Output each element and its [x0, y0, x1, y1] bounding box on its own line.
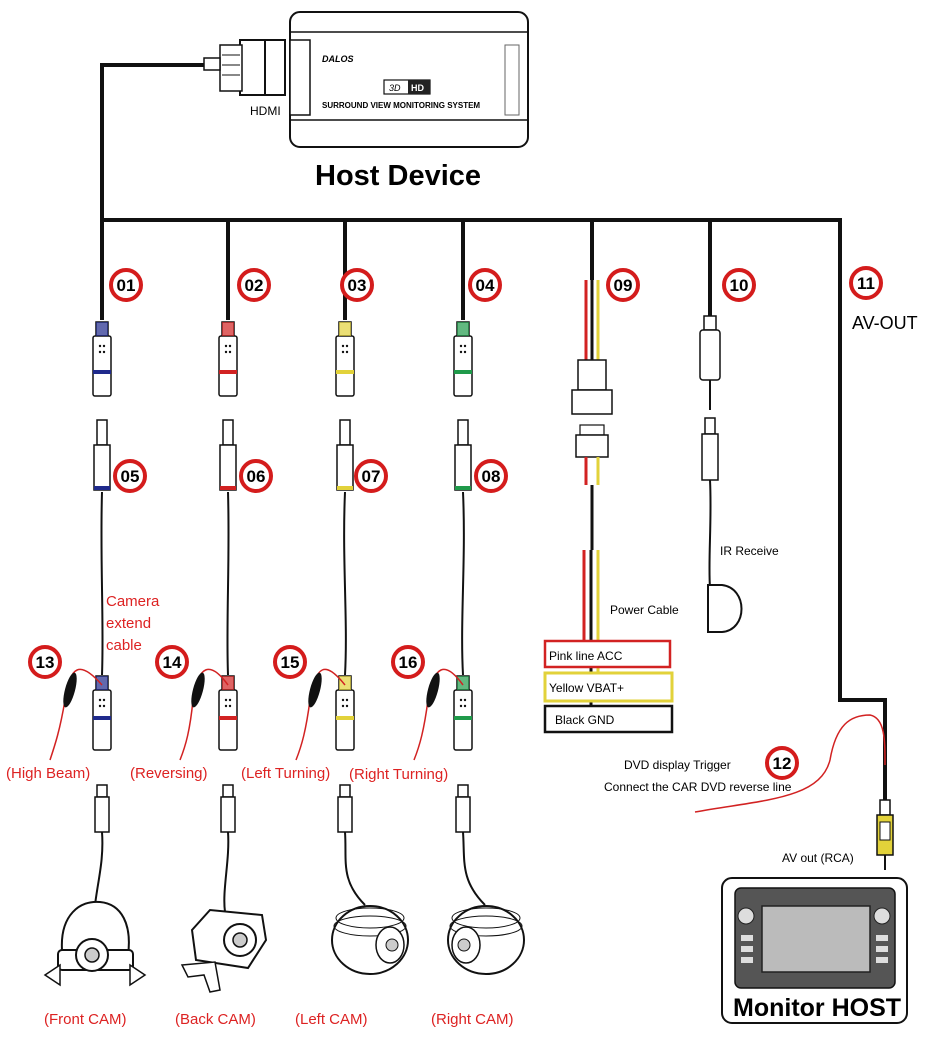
rca-plug: [876, 799, 894, 870]
badge-circle: [113, 459, 147, 493]
trigger-high-beam: (High Beam): [6, 765, 90, 782]
cam-right-label: (Right CAM): [431, 1011, 514, 1028]
system-text: SURROUND VIEW MONITORING SYSTEM: [322, 101, 480, 110]
badge-circle: [606, 268, 640, 302]
badge-number: 07: [362, 467, 381, 486]
back-camera-icon: [180, 908, 268, 993]
av-out-label: AV-OUT: [852, 313, 918, 333]
hdmi-label: HDMI: [250, 104, 281, 118]
badge-07: 07: [354, 459, 388, 493]
camera-connectors: [92, 675, 473, 751]
badge-circle: [354, 459, 388, 493]
badge-number: 05: [121, 467, 140, 486]
badge-02: 02: [237, 268, 271, 302]
camera-plugs: [94, 784, 471, 833]
badge-number: 04: [476, 276, 495, 295]
badge-09: 09: [606, 268, 640, 302]
pink-line-label: Pink line ACC: [549, 649, 623, 663]
badge-circle: [468, 268, 502, 302]
host-title: Host Device: [315, 160, 481, 192]
badge-hd-text: HD: [411, 83, 424, 93]
trigger-right-turning: (Right Turning): [349, 766, 448, 783]
badge-number: 06: [247, 467, 266, 486]
ir-receive-label: IR Receive: [720, 544, 779, 558]
channel-connectors: [92, 321, 473, 491]
badge-number: 11: [857, 274, 875, 293]
badge-number: 15: [281, 653, 300, 672]
badge-circle: [765, 746, 799, 780]
monitor-host-label: Monitor HOST: [733, 994, 901, 1022]
badge-number: 08: [482, 467, 501, 486]
badge-14: 14: [155, 645, 189, 679]
badge-number: 02: [245, 276, 264, 295]
badge-circle: [849, 266, 883, 300]
badge-number: 13: [36, 653, 55, 672]
dvd-trigger-label: DVD display Trigger: [624, 758, 731, 772]
badge-05: 05: [113, 459, 147, 493]
badge-15: 15: [273, 645, 307, 679]
badge-03: 03: [340, 268, 374, 302]
front-camera-icon: [43, 900, 147, 987]
badge-number: 01: [117, 276, 136, 295]
camera-extend-label-3: cable: [106, 637, 142, 654]
badge-10: 10: [722, 268, 756, 302]
cam-left-label: (Left CAM): [295, 1011, 368, 1028]
badge-circle: [722, 268, 756, 302]
brand-text: DALOS: [322, 54, 354, 64]
badge-circle: [28, 645, 62, 679]
badge-04: 04: [468, 268, 502, 302]
badge-circle: [155, 645, 189, 679]
av-rca-label: AV out (RCA): [782, 851, 854, 865]
camera-extend-label-2: extend: [106, 615, 151, 632]
camera-extend-label-1: Camera: [106, 593, 160, 610]
badge-08: 08: [474, 459, 508, 493]
badge-circle: [109, 268, 143, 302]
cam-back-label: (Back CAM): [175, 1011, 256, 1028]
yellow-line-label: Yellow VBAT+: [549, 681, 624, 695]
badge-number: 03: [348, 276, 367, 295]
badge-number: 10: [730, 276, 749, 295]
hdmi-plug: [203, 39, 286, 96]
power-cable-label: Power Cable: [610, 603, 679, 617]
trigger-wires: [49, 668, 464, 761]
badge-13: 13: [28, 645, 62, 679]
badge-01: 01: [109, 268, 143, 302]
dvd-reverse-label: Connect the CAR DVD reverse line: [604, 780, 792, 794]
badge-circle: [340, 268, 374, 302]
badge-circle: [474, 459, 508, 493]
badge-circle: [391, 645, 425, 679]
badge-number: 09: [614, 276, 633, 295]
cam-front-label: (Front CAM): [44, 1011, 127, 1028]
monitor-host-icon: [721, 877, 908, 1024]
black-line-label: Black GND: [555, 713, 615, 727]
trigger-left-turning: (Left Turning): [241, 765, 330, 782]
badge-3d-text: 3D: [389, 83, 401, 93]
badge-number: 12: [773, 754, 792, 773]
left-camera-icon: [331, 905, 409, 975]
badge-circle: [239, 459, 273, 493]
right-camera-icon: [447, 905, 525, 975]
badge-16: 16: [391, 645, 425, 679]
ir-receiver: [699, 315, 743, 633]
badge-12: 12: [765, 746, 799, 780]
badge-number: 14: [163, 653, 182, 672]
badge-11: 11: [849, 266, 883, 300]
trigger-reversing: (Reversing): [130, 765, 208, 782]
badge-number: 16: [399, 653, 418, 672]
badge-circle: [273, 645, 307, 679]
number-badges: 01 02 03 04 05 06 07 08 09 10 11 12 13 14 15 16: [28, 266, 883, 780]
badge-06: 06: [239, 459, 273, 493]
power-cable: [543, 280, 674, 734]
badge-circle: [237, 268, 271, 302]
host-device: [289, 11, 529, 148]
